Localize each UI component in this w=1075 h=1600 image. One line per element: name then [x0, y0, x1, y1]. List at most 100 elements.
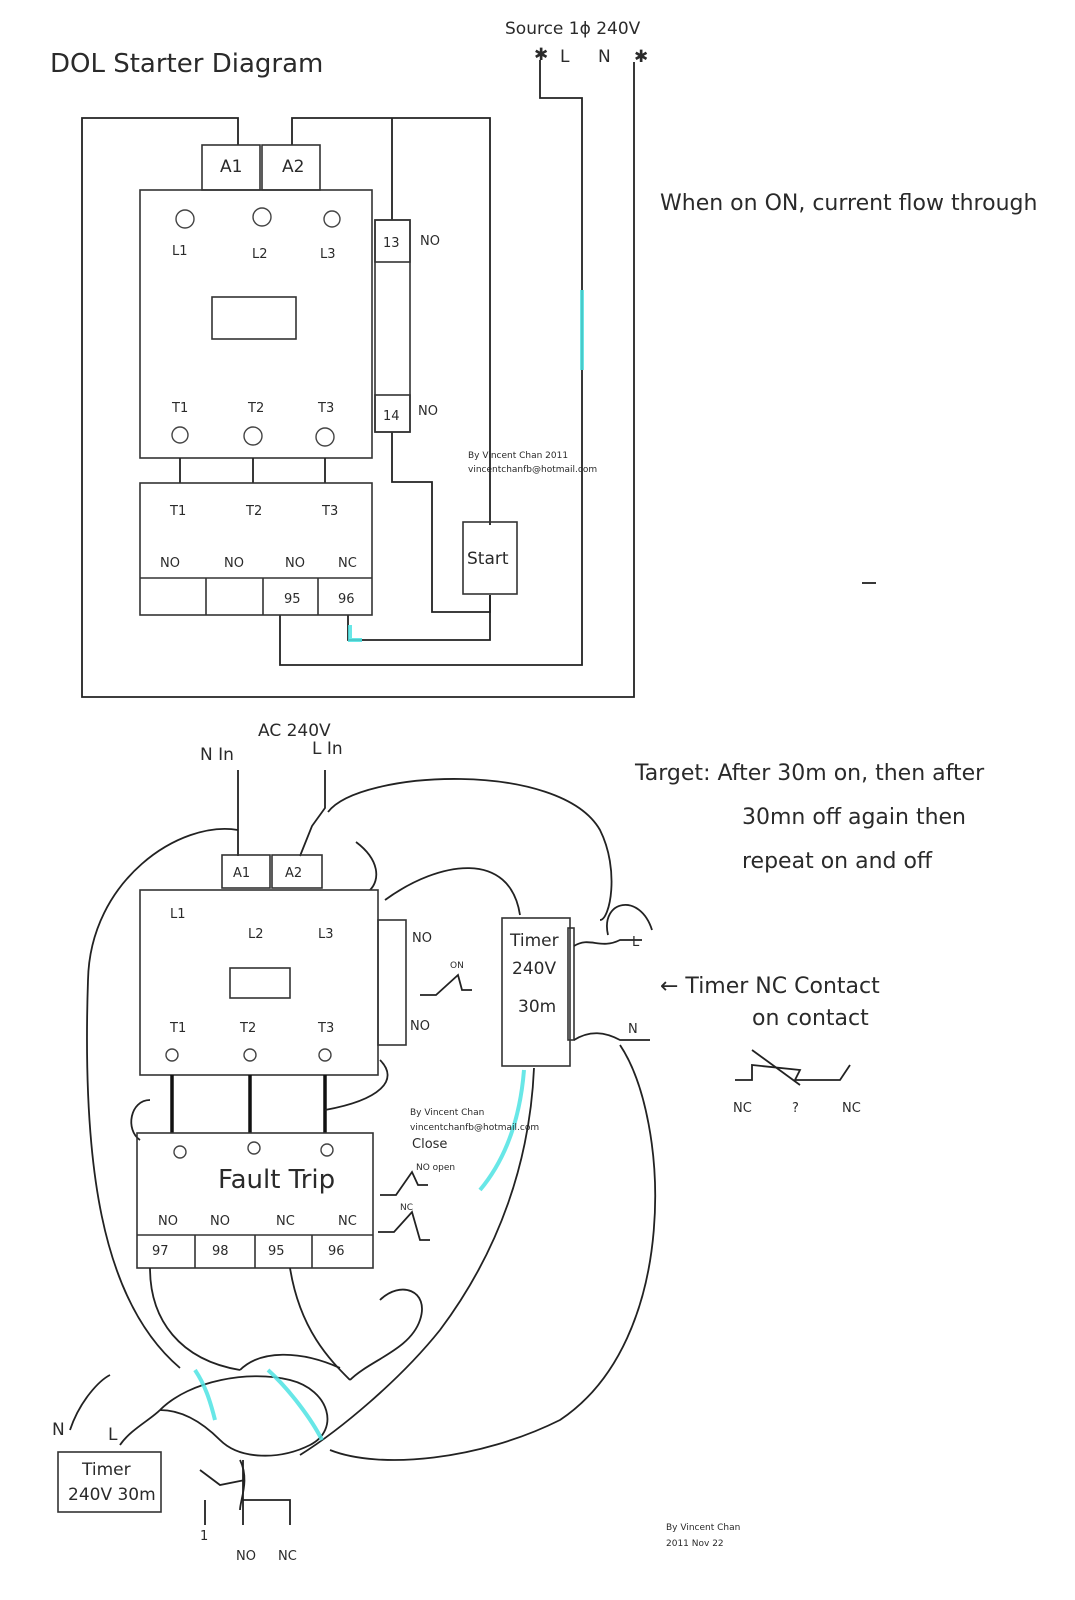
ol-no-label: NO open — [416, 1163, 455, 1173]
timer2-supply-n: N — [52, 1420, 65, 1440]
contactor-window — [211, 296, 297, 340]
wire-loop — [355, 841, 378, 891]
ol-term-t3: T3 — [321, 504, 338, 519]
source-mark-icon: ✱ — [634, 47, 648, 67]
wire-line-loop — [279, 60, 583, 666]
ol-term-t1: T1 — [169, 504, 186, 519]
contact-label-mid: ? — [792, 1101, 799, 1116]
b-contactor-window — [229, 967, 291, 999]
b-ol-contact-3: NC — [276, 1214, 295, 1229]
coil-a1-label: A1 — [220, 157, 242, 177]
load-term-t3: T3 — [317, 401, 334, 416]
load-term-t1: T1 — [171, 401, 188, 416]
ol-contact-2: NO — [224, 556, 244, 571]
footer-credit-date: 2011 Nov 22 — [666, 1539, 724, 1549]
target-note-3: repeat on and off — [742, 849, 933, 874]
b-ol-pin-96: 96 — [328, 1244, 345, 1259]
b-credit-email: vincentchanfb@hotmail.com — [410, 1123, 539, 1133]
timer-block — [501, 917, 571, 1067]
ol-terminal — [247, 1141, 261, 1155]
supply-n-in: N In — [200, 745, 234, 765]
aux-13-num: 13 — [383, 236, 400, 251]
wire-motor — [130, 1099, 151, 1141]
b-load-term-t3: T3 — [317, 1021, 334, 1036]
b-coil-terminal-a1 — [221, 854, 271, 889]
nc-contact-symbol — [751, 1049, 801, 1086]
wire-highlight — [266, 1368, 324, 1441]
wire-lower — [149, 1267, 241, 1371]
target-note-2: 30mn off again then — [742, 805, 966, 830]
b-line-term-l2: L2 — [248, 927, 264, 942]
timer2-block — [57, 1451, 162, 1513]
ol-nc-symbol — [378, 1210, 430, 1241]
b-aux-contact-block — [377, 919, 407, 1046]
timer2-line-2: 240V 30m — [68, 1485, 156, 1505]
timer-term-l: L — [632, 935, 640, 950]
wire-timer-l — [573, 939, 642, 947]
b-aux-no-1: NO — [412, 931, 432, 946]
line-term-l3: L3 — [320, 247, 336, 262]
contact-label-nc1: NC — [733, 1101, 752, 1116]
timer2-term-nc-lead — [243, 1499, 291, 1525]
source-label: Source 1ɸ 240V — [505, 19, 641, 39]
b-ol-contact-4: NC — [338, 1214, 357, 1229]
target-note-1: Target: After 30m on, then after — [634, 761, 985, 786]
aux-14-type: NO — [418, 404, 438, 419]
wire-lower — [239, 1353, 341, 1371]
wire-timer-down — [299, 1067, 535, 1456]
timer-line-1: Timer — [509, 931, 559, 951]
wire-lower — [119, 1409, 161, 1446]
start-button-label: Start — [467, 549, 509, 569]
terminal-l3 — [323, 210, 341, 228]
b-terminal-t1 — [165, 1048, 179, 1062]
b-line-term-l3: L3 — [318, 927, 334, 942]
wire-highlight — [348, 625, 362, 642]
terminal-l1 — [175, 209, 195, 229]
wire-highlight — [478, 1069, 526, 1192]
aux-14-num: 14 — [383, 409, 400, 424]
wire-neutral-loop — [81, 62, 635, 698]
top-note: When on ON, current flow through — [660, 191, 1037, 216]
supply-label: AC 240V — [258, 721, 331, 741]
wire-a2-to-start — [291, 117, 491, 525]
terminal-t3 — [315, 427, 335, 447]
aux-contact-symbol — [420, 973, 472, 996]
source-term-l: L — [560, 47, 570, 67]
b-coil-terminal-a2 — [271, 854, 323, 889]
terminal-t1 — [171, 426, 189, 444]
b-ol-pin-98: 98 — [212, 1244, 229, 1259]
wire-timer-loop — [606, 904, 653, 936]
timer2-term-nc: NC — [278, 1549, 297, 1564]
wire-lower — [69, 1374, 111, 1431]
terminal-l2 — [252, 207, 272, 227]
timer-line-2: 240V — [512, 959, 556, 979]
wire-loop-top — [327, 778, 613, 921]
top-contactor-body — [139, 189, 373, 459]
ol-contact-1: NO — [160, 556, 180, 571]
start-button-box — [462, 521, 518, 595]
source-term-n: N — [598, 47, 611, 67]
wire-loop-left — [86, 828, 239, 1369]
timer-note-1: ← Timer NC Contact — [660, 974, 880, 999]
terminal-t2 — [243, 426, 263, 446]
ol-nc-label: NC — [400, 1203, 413, 1213]
ol-pin-96: 96 — [338, 592, 355, 607]
top-title: DOL Starter Diagram — [50, 49, 323, 79]
wire-knot — [159, 1375, 329, 1457]
ol-contact-3: NO — [285, 556, 305, 571]
wire-loop-right — [329, 1044, 657, 1461]
b-credit-close: Close — [412, 1137, 447, 1152]
aux-terminal-13 — [374, 219, 411, 263]
b-coil-a2-label: A2 — [285, 866, 302, 881]
b-coil-a1-label: A1 — [233, 866, 250, 881]
source-mark-icon: ✱ — [534, 45, 548, 65]
line-term-l2: L2 — [252, 247, 268, 262]
b-ol-contact-2: NO — [210, 1214, 230, 1229]
b-ol-contact-1: NO — [158, 1214, 178, 1229]
aux-13-type: NO — [420, 234, 440, 249]
wire-to-timer — [384, 867, 521, 916]
timer-term-n: N — [628, 1022, 638, 1037]
coil-a2-label: A2 — [282, 157, 304, 177]
b-aux-no-2: NO — [410, 1019, 430, 1034]
